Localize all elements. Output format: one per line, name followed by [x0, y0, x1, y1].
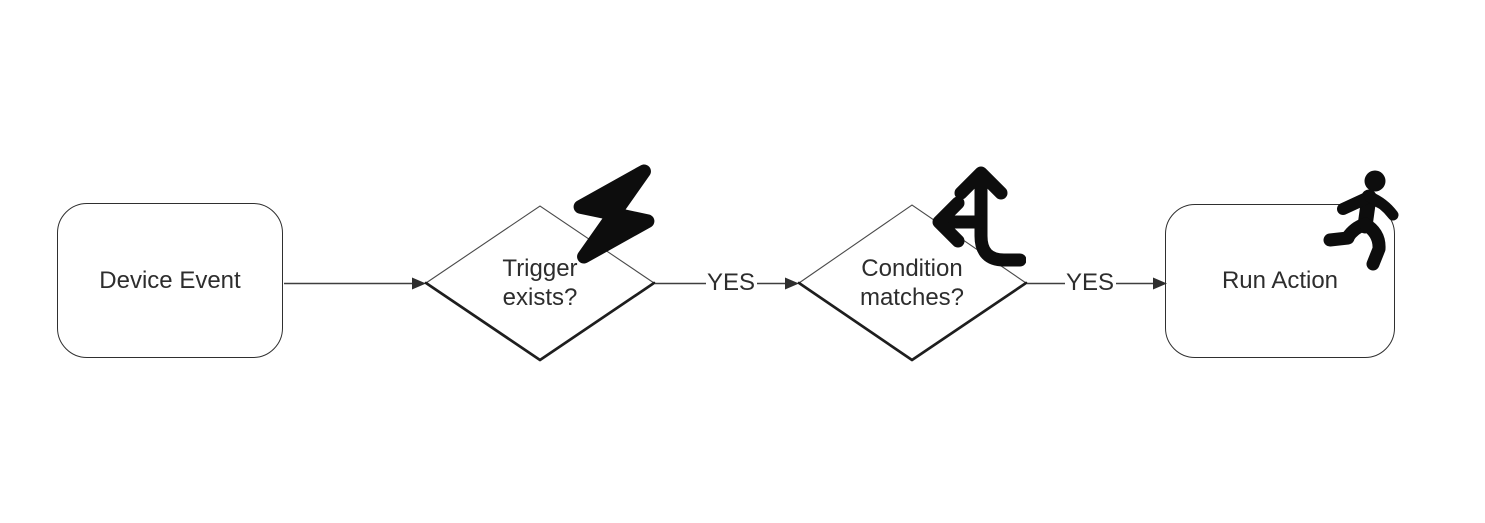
runner-back-arm — [1364, 191, 1399, 221]
diamond-trigger-shape — [424, 205, 656, 362]
arrows-split-left-arrowhead — [932, 196, 965, 248]
node-run-action-label: Run Action — [1221, 267, 1339, 294]
lightning-bolt-path — [573, 164, 655, 264]
edge-device-to-trigger-arrowhead-icon — [412, 277, 426, 290]
runner-front-foot — [1323, 231, 1355, 247]
edge-label-yes-1: YES — [706, 269, 756, 296]
node-run-action: Run Action — [1165, 204, 1395, 358]
node-condition-label: Condition matches? — [837, 254, 987, 312]
runner-head — [1364, 170, 1386, 192]
node-condition-label-line2: matches? — [859, 284, 965, 311]
edge-trigger-to-condition-arrowhead-icon — [785, 277, 799, 290]
diamond-condition-bottom-edges — [797, 281, 1028, 362]
node-trigger-label-line1: Trigger — [502, 255, 578, 282]
person-running-icon — [1323, 170, 1399, 271]
diamond-trigger-bottom-edges — [424, 281, 656, 362]
lightning-bolt-icon — [573, 164, 655, 264]
edge-condition-to-action-arrowhead-icon — [1153, 277, 1167, 290]
node-device-event: Device Event — [57, 203, 283, 358]
diamond-trigger-top-edges — [425, 205, 655, 284]
runner-front-arm — [1337, 191, 1375, 215]
node-trigger-label-line2: exists? — [502, 284, 578, 311]
edge-label-yes-2: YES — [1065, 269, 1115, 296]
node-condition-label-line1: Condition — [861, 255, 963, 282]
lightning-bolt-glyph — [573, 164, 655, 264]
arrows-split-up-arrowhead — [954, 166, 1008, 200]
arrows-split-up-left-icon — [932, 166, 1026, 267]
node-device-event-label: Device Event — [99, 266, 241, 294]
arrows-split-stem — [974, 170, 1026, 267]
runner-back-leg — [1358, 217, 1386, 271]
node-trigger-label: Trigger exists? — [465, 254, 615, 312]
